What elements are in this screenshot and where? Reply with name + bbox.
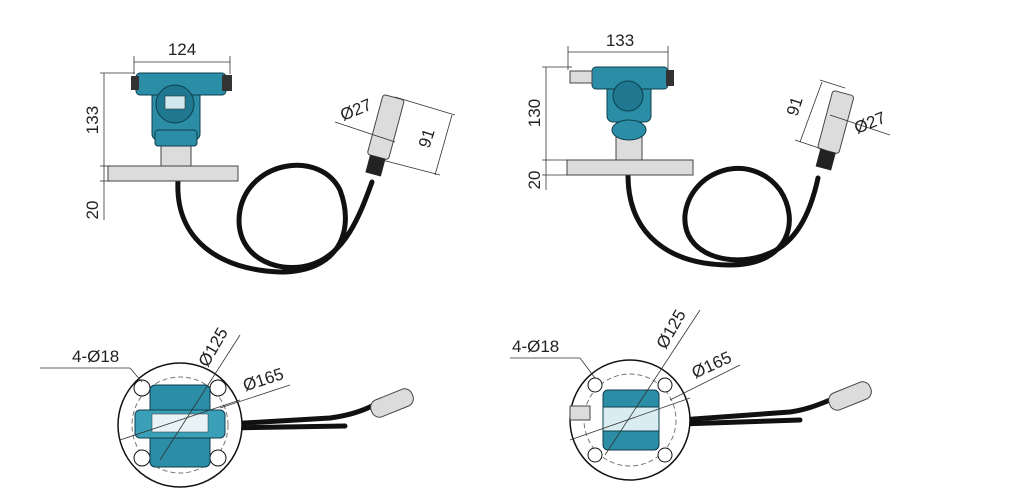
flange — [107, 165, 239, 182]
dim-flange: 20 — [525, 171, 544, 190]
cable — [225, 403, 375, 427]
dim-width: 133 — [606, 31, 634, 50]
cable — [677, 397, 833, 423]
housing-base — [611, 119, 647, 141]
dim-bolt-circle: Ø125 — [653, 306, 690, 352]
dim-probe-dia: Ø27 — [851, 108, 888, 138]
cable — [677, 417, 803, 427]
cover — [612, 80, 644, 112]
plug-left — [131, 76, 139, 90]
side-view-transmitter-1: 124 133 20 Ø27 91 — [83, 40, 456, 275]
dim-probe-dia: Ø27 — [337, 95, 374, 125]
probe — [815, 90, 854, 171]
flange — [566, 159, 694, 176]
dim-probe-len: 91 — [415, 126, 439, 150]
probe-end — [370, 388, 414, 418]
dim-bolt-circle: Ø125 — [195, 324, 232, 370]
top-view-flange-2: 4-Ø18 Ø125 Ø165 — [510, 306, 872, 481]
cable — [225, 423, 348, 431]
probe — [365, 94, 405, 177]
plug-left — [569, 70, 593, 84]
dim-flange-dia: Ø165 — [689, 348, 735, 383]
lcd-display — [164, 95, 186, 110]
bolt-circle — [131, 376, 229, 474]
dim-width: 124 — [168, 40, 196, 59]
dim-probe-len: 91 — [783, 94, 807, 118]
side-view-transmitter-2: 133 130 20 91 Ø27 — [525, 31, 891, 268]
housing-base — [154, 129, 198, 147]
nameplate — [151, 413, 209, 433]
dim-flange: 20 — [83, 201, 102, 220]
dim-flange-dia: Ø165 — [241, 364, 286, 395]
plug-right — [666, 70, 674, 86]
probe-end — [828, 381, 872, 411]
cable — [175, 162, 375, 275]
top-view-flange-1: 4-Ø18 Ø125 Ø165 — [40, 324, 414, 488]
cable — [625, 165, 821, 268]
dim-height: 133 — [83, 106, 102, 134]
bolt-holes — [133, 379, 227, 467]
dim-holes: 4-Ø18 — [72, 347, 119, 366]
dim-height: 130 — [525, 99, 544, 127]
cable-gland — [222, 75, 232, 91]
dim-holes: 4-Ø18 — [512, 337, 559, 356]
plug-left — [569, 405, 591, 421]
